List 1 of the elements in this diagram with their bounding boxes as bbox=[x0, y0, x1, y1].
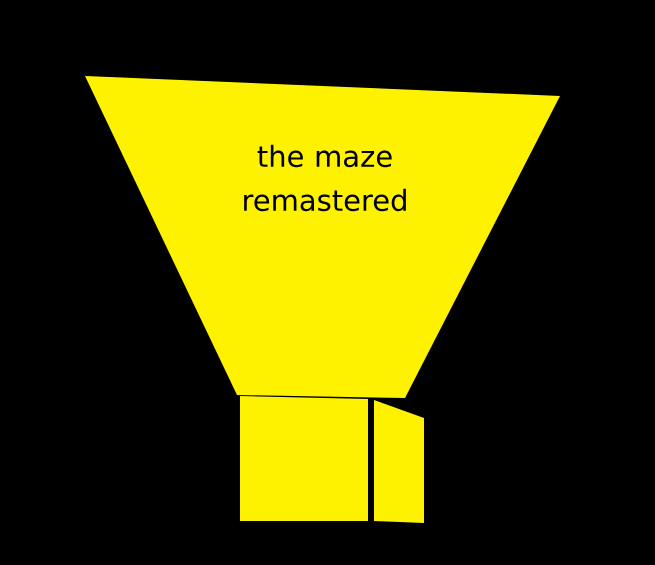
trapezoid-box: the maze remastered bbox=[85, 76, 560, 398]
